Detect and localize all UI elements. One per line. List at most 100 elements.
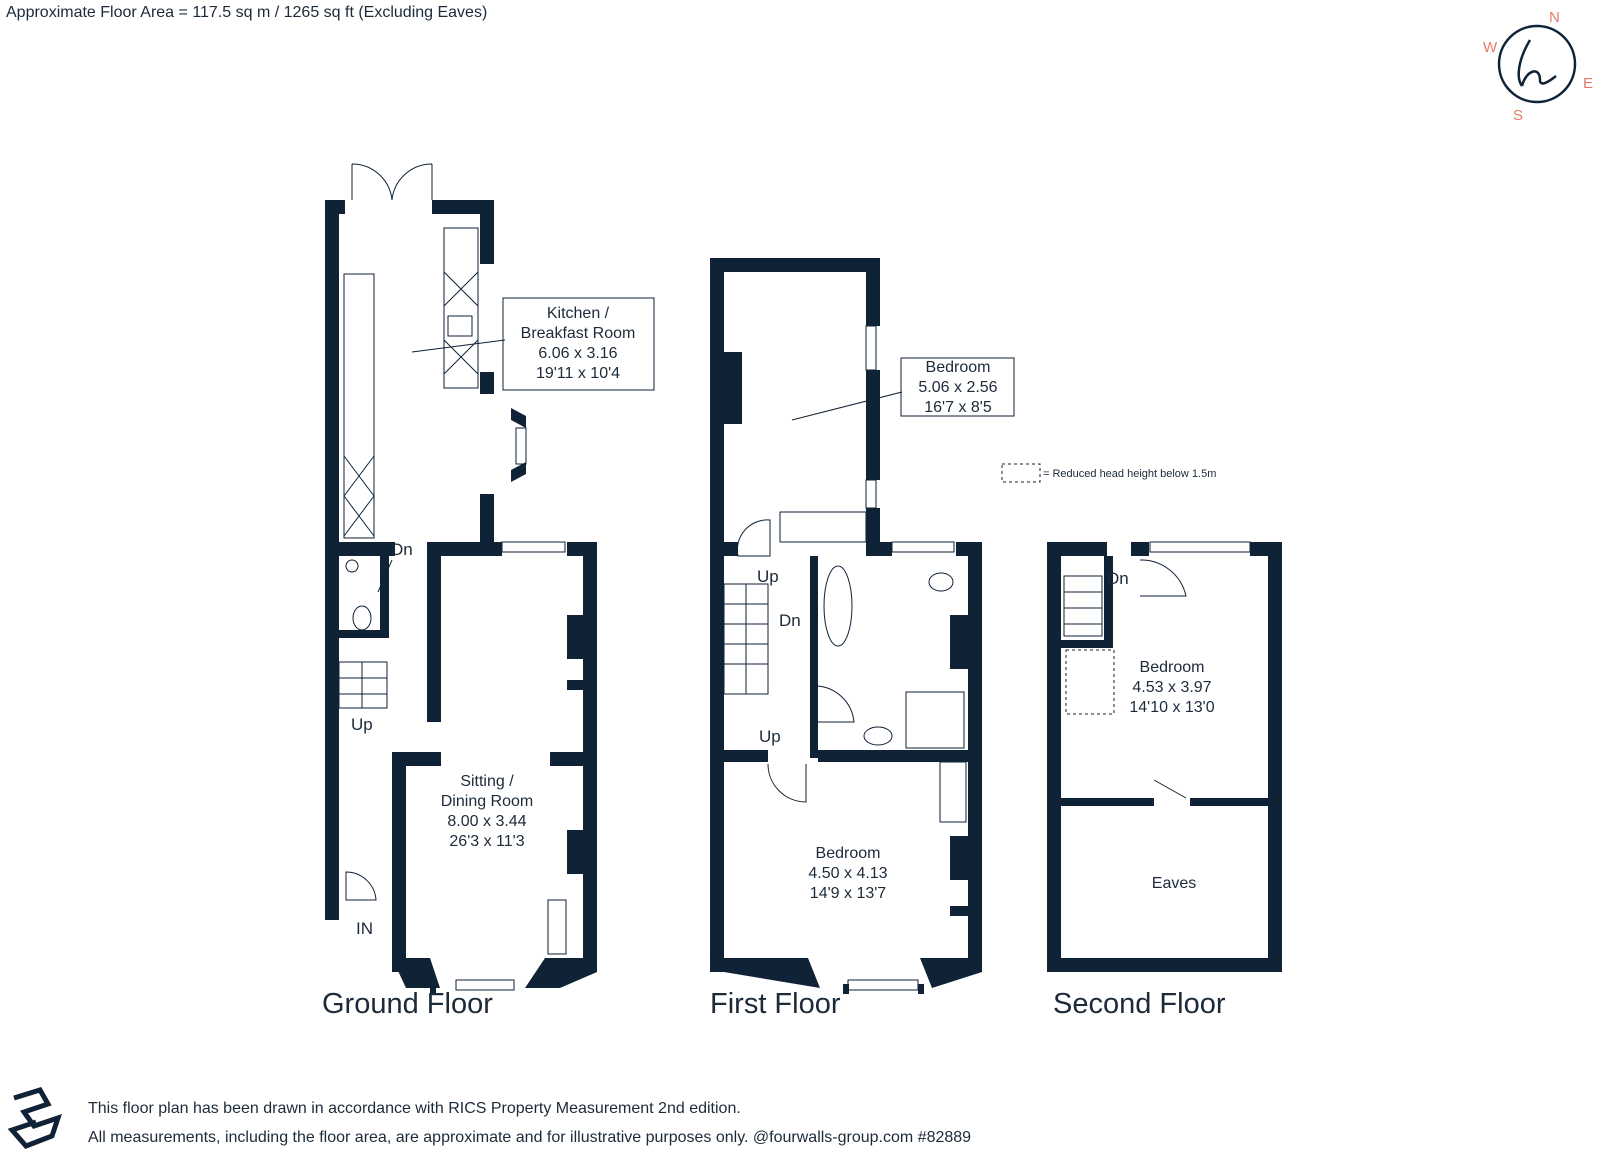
stair-treads [339, 662, 387, 708]
wall [427, 542, 441, 722]
kitchen-bay-window [515, 427, 527, 465]
first-floor-plan [710, 258, 982, 994]
footer-disclaimer-2: All measurements, including the floor ar… [88, 1129, 972, 1146]
kitchen-worktop [343, 273, 375, 539]
wall [710, 958, 820, 988]
wall [432, 200, 494, 214]
window-rear-bed-2 [865, 479, 877, 509]
room-labels: Kitchen / Breakfast Room 6.06 x 3.16 19'… [441, 305, 1215, 902]
wall [1268, 542, 1282, 972]
wc-door [377, 559, 393, 593]
marker-up-first: Up [757, 567, 779, 586]
kitchen-units [443, 227, 479, 389]
wall [918, 984, 924, 994]
stair-door-markers: Dn Up IN Up Dn Up Dn [351, 540, 1129, 938]
compass-h-mark [1517, 39, 1557, 87]
wall [1104, 556, 1113, 646]
french-door-left [351, 163, 393, 201]
wall [1047, 542, 1061, 972]
rear-bed-name: Bedroom [926, 359, 991, 376]
bathtub [823, 565, 853, 647]
second-floor-plan [1047, 542, 1282, 972]
wall [427, 542, 502, 556]
wall [710, 258, 880, 272]
kitchen-imperial: 19'11 x 10'4 [536, 365, 620, 382]
reduced-head-height-area [1065, 649, 1115, 715]
first-floor-label: First Floor [710, 988, 841, 1020]
wall [325, 200, 339, 920]
wall [430, 984, 436, 994]
legend-text: = Reduced head height below 1.5m [1043, 468, 1216, 480]
wall [550, 752, 583, 766]
front-bed-imperial: 14'9 x 13'7 [810, 885, 886, 902]
wall [950, 615, 968, 669]
marker-dn-second: Dn [1107, 569, 1129, 588]
ground-floor-fixtures [338, 163, 655, 991]
wall [950, 836, 968, 880]
compass-logo: N E S W [1483, 9, 1593, 124]
wall [480, 494, 494, 542]
eaves-name: Eaves [1152, 875, 1196, 892]
kitchen-name-1: Kitchen / [547, 305, 610, 322]
marker-dn-ground: Dn [391, 540, 413, 559]
rear-bed-metric: 5.06 x 2.56 [918, 379, 997, 396]
eaves-hatch [1153, 779, 1187, 799]
bath-door [817, 685, 855, 723]
bay-window-front [455, 979, 515, 991]
sitting-imperial: 26'3 x 11'3 [449, 833, 524, 850]
wardrobe [779, 511, 867, 543]
sitting-name-2: Dining Room [441, 793, 533, 810]
first-bay-window [847, 979, 919, 991]
sliding-door [429, 599, 437, 691]
wall [1190, 798, 1268, 806]
sink [447, 315, 473, 337]
stair-treads-second [1064, 591, 1102, 625]
loft-door [1139, 559, 1187, 597]
rear-bed-imperial: 16'7 x 8'5 [924, 399, 992, 416]
rear-bed-pointer [791, 391, 903, 421]
sitting-name-1: Sitting / [460, 773, 514, 790]
wall [380, 556, 389, 632]
bath-basin [863, 726, 893, 746]
compass-w: W [1483, 39, 1498, 56]
footer-disclaimer-1: This floor plan has been drawn in accord… [88, 1100, 741, 1117]
front-wardrobe [939, 761, 967, 823]
wall [1061, 798, 1154, 806]
second-floor-fixtures [1001, 463, 1251, 799]
compass-e: E [1583, 75, 1593, 92]
wall [339, 630, 389, 638]
shower [905, 691, 965, 749]
kitchen-name-2: Breakfast Room [521, 325, 636, 342]
first-floor-fixtures [723, 325, 1015, 991]
wall [724, 542, 738, 556]
sitting-metric: 8.00 x 3.44 [447, 813, 526, 830]
chimney-breast [724, 352, 742, 424]
appliance-marks [343, 271, 479, 537]
bath-toilet [928, 572, 954, 592]
wall [866, 370, 880, 480]
dormer-window [1149, 541, 1251, 553]
french-door-right [391, 163, 433, 201]
wall [511, 408, 526, 428]
wall [567, 680, 583, 690]
wall [1061, 640, 1113, 648]
wall [866, 258, 880, 326]
wall [480, 372, 494, 394]
wall [392, 958, 428, 972]
front-bed-name: Bedroom [816, 845, 881, 862]
wall [525, 958, 597, 988]
stairs-ground [338, 661, 388, 709]
top-bed-imperial: 14'10 x 13'0 [1129, 699, 1214, 716]
front-bed-door [767, 763, 807, 803]
ground-floor-label: Ground Floor [322, 988, 493, 1020]
rear-bed-label-box [900, 357, 1015, 417]
wall [968, 542, 982, 972]
wall [480, 200, 494, 264]
window-rear-bed [865, 325, 877, 371]
wall [843, 984, 849, 994]
wall [810, 556, 818, 758]
floor-area-header: Approximate Floor Area = 117.5 sq m / 12… [6, 4, 488, 21]
stair-treads-first [724, 584, 768, 694]
wall [1047, 958, 1282, 972]
